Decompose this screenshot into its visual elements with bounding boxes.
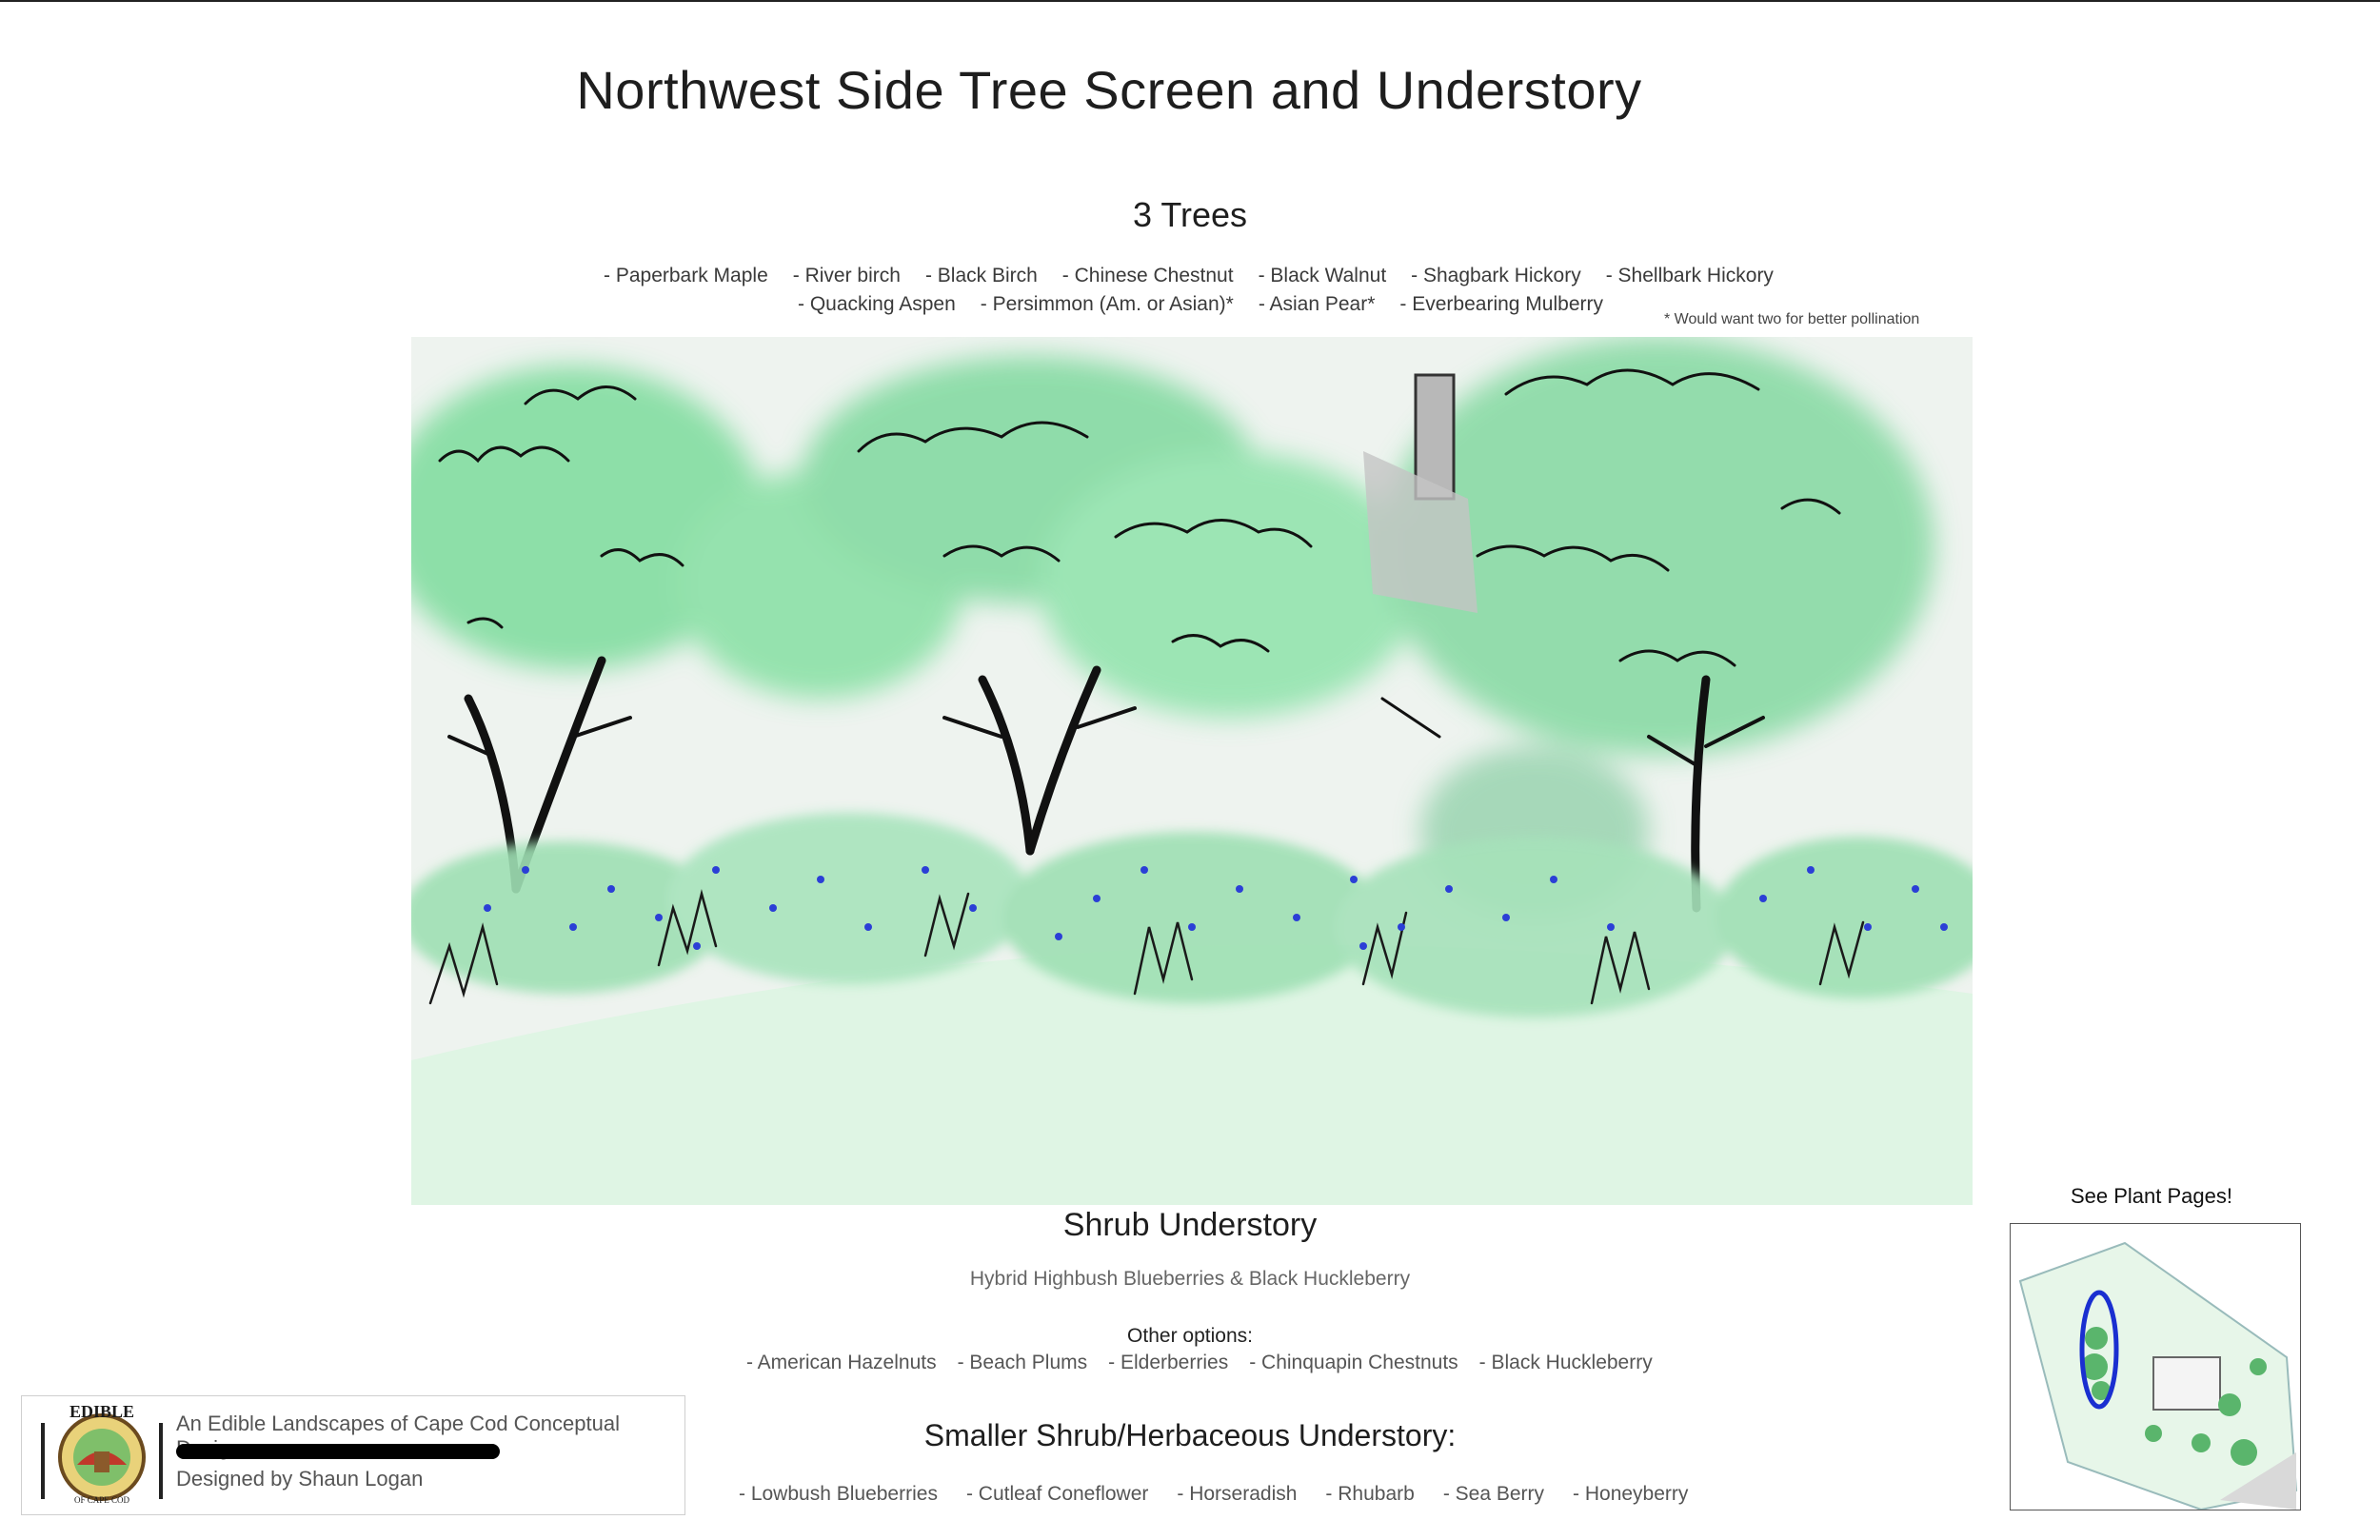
shrub-option: - Black Huckleberry: [1478, 1352, 1653, 1373]
tree-list-row-1: - Paperbark Maple - River birch - Black …: [604, 265, 1774, 287]
small-option: - Horseradish: [1177, 1483, 1298, 1505]
svg-text:OF CAPE COD: OF CAPE COD: [74, 1495, 130, 1505]
see-plant-pages-label: See Plant Pages!: [2070, 1184, 2232, 1208]
redaction-bar: [176, 1444, 500, 1459]
shrub-option: - Beach Plums: [957, 1352, 1088, 1373]
shrub-option: - American Hazelnuts: [746, 1352, 937, 1373]
shrub-option: - Chinquapin Chestnuts: [1249, 1352, 1458, 1373]
small-option: - Rhubarb: [1325, 1483, 1415, 1505]
tree-item: - Black Birch: [924, 265, 1038, 286]
shrub-option: - Elderberries: [1108, 1352, 1229, 1373]
landscape-sketch: [411, 337, 1973, 1205]
small-option: - Lowbush Blueberries: [739, 1483, 938, 1505]
small-option: - Sea Berry: [1442, 1483, 1545, 1505]
svg-text:EDIBLE: EDIBLE: [69, 1404, 134, 1421]
company-logo: EDIBLE OF CAPE COD: [35, 1402, 169, 1507]
page-title: Northwest Side Tree Screen and Understor…: [576, 60, 1642, 120]
trees-heading: 3 Trees: [1132, 195, 1248, 234]
top-border: [0, 0, 2380, 2]
credit-box: EDIBLE OF CAPE COD An Edible Landscapes …: [21, 1395, 685, 1515]
credit-line-2: Designed by Shaun Logan: [176, 1467, 424, 1491]
pollination-footnote: * Would want two for better pollination: [1664, 311, 1920, 327]
tree-item: - Shellbark Hickory: [1605, 265, 1774, 286]
tree-list-row-2: - Quacking Aspen - Persimmon (Am. or Asi…: [798, 293, 1603, 316]
shrub-heading: Shrub Understory: [1062, 1207, 1318, 1243]
tree-item: - Asian Pear*: [1258, 293, 1376, 315]
tree-item: - Chinese Chestnut: [1061, 265, 1234, 286]
tree-item: - Shagbark Hickory: [1411, 265, 1581, 286]
tree-item: - River birch: [792, 265, 901, 286]
small-option: - Cutleaf Coneflower: [965, 1483, 1149, 1505]
tree-item: - Everbearing Mulberry: [1399, 293, 1603, 315]
site-plan-minimap: [2010, 1223, 2301, 1510]
tree-item: - Paperbark Maple: [604, 265, 768, 286]
tree-item: - Black Walnut: [1258, 265, 1387, 286]
small-option: - Honeyberry: [1573, 1483, 1689, 1505]
shrub-primary: Hybrid Highbush Blueberries & Black Huck…: [969, 1268, 1411, 1290]
small-understory-list: - Lowbush Blueberries - Cutleaf Coneflow…: [739, 1483, 1688, 1506]
other-options-list: - American Hazelnuts - Beach Plums - Eld…: [746, 1352, 1653, 1374]
tree-item: - Quacking Aspen: [798, 293, 956, 315]
landscape-illustration: [411, 337, 1973, 1205]
small-understory-heading: Smaller Shrub/Herbaceous Understory:: [923, 1418, 1457, 1452]
other-options-label: Other options:: [1127, 1325, 1253, 1347]
tree-item: - Persimmon (Am. or Asian)*: [980, 293, 1234, 315]
